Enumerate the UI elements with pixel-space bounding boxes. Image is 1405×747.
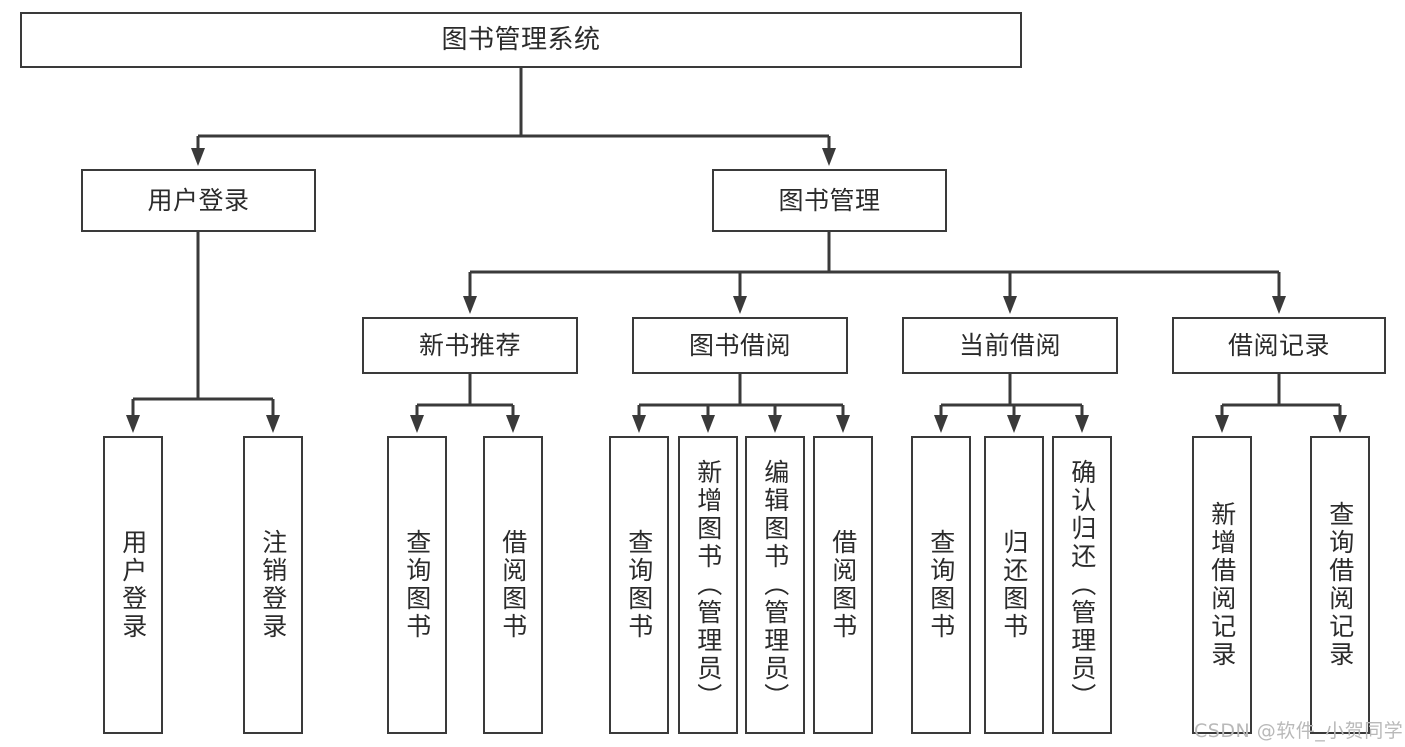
arrow-user-login-icon <box>191 148 205 166</box>
arrow-cur-c2-icon <box>1007 415 1021 433</box>
node-leaf-user-login[interactable]: 用户登录 <box>103 436 163 734</box>
node-book-manage[interactable]: 图书管理 <box>712 169 947 232</box>
node-current-borrow[interactable]: 当前借阅 <box>902 317 1118 374</box>
node-label: 新增图书（管理员） <box>693 459 723 711</box>
node-leaf-borrow-book-b[interactable]: 借阅图书 <box>813 436 873 734</box>
arrow-l3-borrow-icon <box>733 296 747 314</box>
node-leaf-confirm-return[interactable]: 确认归还（管理员） <box>1052 436 1112 734</box>
node-root-system[interactable]: 图书管理系统 <box>20 12 1022 68</box>
node-leaf-return-book[interactable]: 归还图书 <box>984 436 1044 734</box>
arrow-book-manage-icon <box>822 148 836 166</box>
arrow-l3-rec-icon <box>463 296 477 314</box>
arrow-cur-c3-icon <box>1075 415 1089 433</box>
node-label: 用户登录 <box>118 529 148 641</box>
arrow-rcd-c2-icon <box>1333 415 1347 433</box>
node-user-login[interactable]: 用户登录 <box>81 169 316 232</box>
arrow-borrow-c4-icon <box>836 415 850 433</box>
arrow-rcd-c1-icon <box>1215 415 1229 433</box>
node-new-book-rec[interactable]: 新书推荐 <box>362 317 578 374</box>
node-leaf-user-logout[interactable]: 注销登录 <box>243 436 303 734</box>
arrow-l3-cur-icon <box>1003 296 1017 314</box>
node-label: 图书管理系统 <box>441 24 601 55</box>
node-leaf-query-book-b[interactable]: 查询图书 <box>609 436 669 734</box>
node-label: 用户登录 <box>147 185 250 215</box>
node-label: 当前借阅 <box>958 330 1061 360</box>
node-label: 借阅记录 <box>1227 330 1330 360</box>
arrow-leaf-user-login-icon <box>126 415 140 433</box>
arrow-borrow-c3-icon <box>768 415 782 433</box>
node-label: 新书推荐 <box>418 330 521 360</box>
node-leaf-query-record[interactable]: 查询借阅记录 <box>1310 436 1370 734</box>
arrow-rec-c2-icon <box>506 415 520 433</box>
arrow-rec-c1-icon <box>410 415 424 433</box>
node-label: 图书管理 <box>778 185 881 215</box>
arrow-l3-rcd-icon <box>1272 296 1286 314</box>
node-label: 借阅图书 <box>498 529 528 641</box>
node-label: 查询图书 <box>624 529 654 641</box>
csdn-watermark: CSDN @软件_小贺同学 <box>1194 720 1404 742</box>
node-label: 确认归还（管理员） <box>1067 459 1097 711</box>
arrow-borrow-c2-icon <box>701 415 715 433</box>
node-leaf-query-book-c[interactable]: 查询图书 <box>911 436 971 734</box>
node-label: 新增借阅记录 <box>1207 501 1237 669</box>
node-label: 查询图书 <box>402 529 432 641</box>
node-leaf-add-record[interactable]: 新增借阅记录 <box>1192 436 1252 734</box>
node-label: 编辑图书（管理员） <box>760 459 790 711</box>
node-leaf-query-book-a[interactable]: 查询图书 <box>387 436 447 734</box>
node-label: 查询图书 <box>926 529 956 641</box>
node-borrow-record[interactable]: 借阅记录 <box>1172 317 1386 374</box>
arrow-leaf-user-logout-icon <box>266 415 280 433</box>
node-label: 注销登录 <box>258 529 288 641</box>
node-label: 查询借阅记录 <box>1325 501 1355 669</box>
arrow-borrow-c1-icon <box>632 415 646 433</box>
node-leaf-add-book[interactable]: 新增图书（管理员） <box>678 436 738 734</box>
node-label: 借阅图书 <box>828 529 858 641</box>
node-leaf-edit-book[interactable]: 编辑图书（管理员） <box>745 436 805 734</box>
arrow-cur-c1-icon <box>934 415 948 433</box>
node-label: 图书借阅 <box>688 330 791 360</box>
node-leaf-borrow-book-a[interactable]: 借阅图书 <box>483 436 543 734</box>
node-book-borrow[interactable]: 图书借阅 <box>632 317 848 374</box>
node-label: 归还图书 <box>999 529 1029 641</box>
